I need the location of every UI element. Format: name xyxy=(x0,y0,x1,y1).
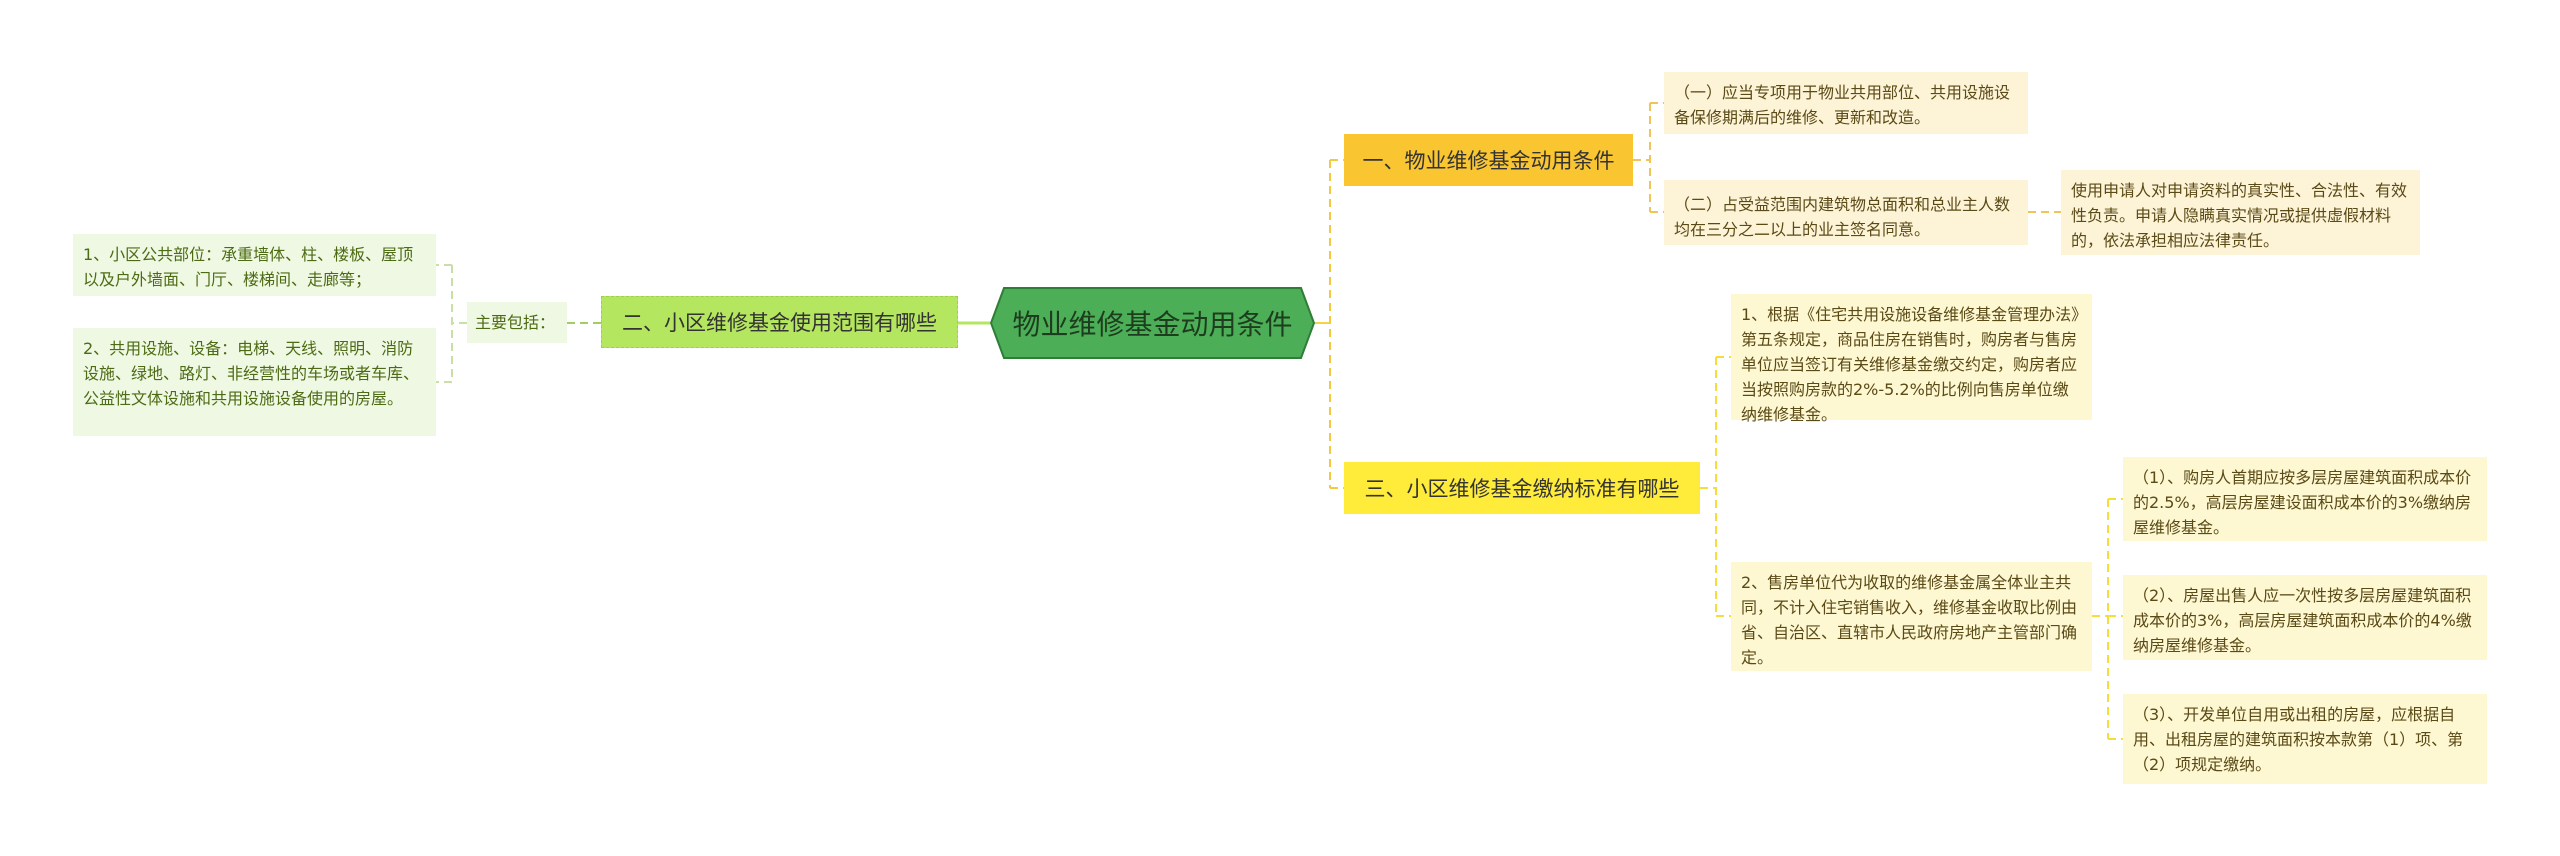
branch-usage-conditions[interactable]: 一、物业维修基金动用条件 xyxy=(1344,134,1633,186)
leaf-main-includes[interactable]: 主要包括： xyxy=(467,302,567,343)
branch-label: 二、小区维修基金使用范围有哪些 xyxy=(622,311,937,335)
branch-label: 三、小区维修基金缴纳标准有哪些 xyxy=(1364,477,1680,501)
root-node[interactable]: 物业维修基金动用条件 xyxy=(990,287,1315,359)
branch-payment-standards[interactable]: 三、小区维修基金缴纳标准有哪些 xyxy=(1344,462,1700,514)
root-label: 物业维修基金动用条件 xyxy=(1012,308,1293,341)
leaf-condition-2[interactable]: （二）占受益范围内建筑物总面积和总业主人数均在三分之二以上的业主签名同意。 xyxy=(1664,180,2028,245)
leaf-shared-facilities[interactable]: 2、共用设施、设备：电梯、天线、照明、消防设施、绿地、路灯、非经营性的车场或者车… xyxy=(73,328,436,436)
leaf-payment-rule-2[interactable]: 2、售房单位代为收取的维修基金属全体业主共同，不计入住宅销售收入，维修基金收取比… xyxy=(1731,562,2092,671)
branch-label: 一、物业维修基金动用条件 xyxy=(1362,149,1615,173)
leaf-sub-rule-1[interactable]: （1）、购房人首期应按多层房屋建筑面积成本价的2.5%，高层房屋建设面积成本价的… xyxy=(2123,457,2487,541)
hexagon-shape xyxy=(990,287,1315,359)
leaf-sub-rule-3[interactable]: （3）、开发单位自用或出租的房屋，应根据自用、出租房屋的建筑面积按本款第（1）项… xyxy=(2123,694,2487,784)
leaf-public-parts[interactable]: 1、小区公共部位：承重墙体、柱、楼板、屋顶以及户外墙面、门厅、楼梯间、走廊等； xyxy=(73,234,436,296)
leaf-condition-1[interactable]: （一）应当专项用于物业共用部位、共用设施设备保修期满后的维修、更新和改造。 xyxy=(1664,72,2028,134)
branch-usage-scope[interactable]: 二、小区维修基金使用范围有哪些 xyxy=(601,296,958,348)
leaf-payment-rule-1[interactable]: 1、根据《住宅共用设施设备维修基金管理办法》第五条规定，商品住房在销售时，购房者… xyxy=(1731,294,2092,424)
leaf-applicant-responsibility[interactable]: 使用申请人对申请资料的真实性、合法性、有效性负责。申请人隐瞒真实情况或提供虚假材… xyxy=(2061,170,2420,255)
leaf-sub-rule-2[interactable]: （2）、房屋出售人应一次性按多层房屋建筑面积成本价的3%，高层房屋建筑面积成本价… xyxy=(2123,575,2487,660)
